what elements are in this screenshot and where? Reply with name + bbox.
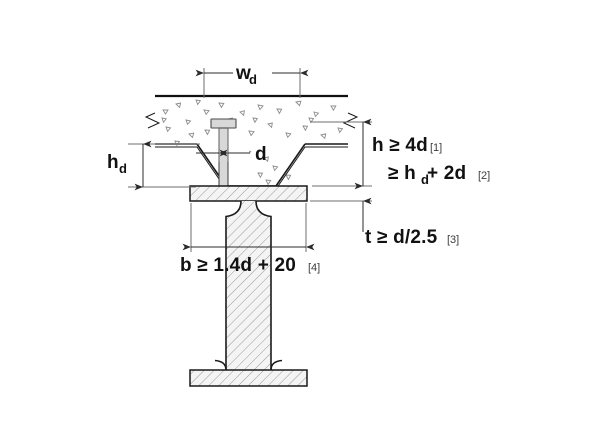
annotation-t-ref: [3] — [447, 234, 459, 246]
rib-right-wall — [275, 143, 306, 187]
hd-label-subscript: d — [119, 161, 127, 176]
hd-label: h — [107, 152, 119, 173]
annotation-h2-subscript: d — [421, 172, 429, 187]
annotation-h2-text: ≥ h — [388, 163, 416, 184]
beam-web-left-edge — [225, 200, 242, 370]
annotation-h-min-2: ≥ h d + 2d [2] — [388, 163, 490, 187]
dimension-hd: h d — [107, 140, 200, 191]
wd-label: w — [235, 63, 251, 84]
annotation-h1-ref: [1] — [430, 142, 442, 154]
annotation-b-text: b ≥ 1.4d + 20 — [180, 255, 296, 276]
dimension-b — [182, 203, 315, 252]
annotation-t-min: t ≥ d/2.5 [3] — [365, 227, 459, 248]
annotation-b-ref: [4] — [308, 262, 320, 274]
stud-head — [210, 118, 237, 129]
dimension-wd: w d — [195, 63, 309, 98]
beam-bottom-flange — [189, 369, 308, 387]
annotation-h-min-1: h ≥ 4d [1] — [372, 135, 442, 156]
d-label: d — [255, 144, 267, 165]
dimension-h — [310, 118, 372, 190]
annotation-h2-tail: + 2d — [427, 163, 466, 184]
dimension-t — [310, 197, 372, 232]
wd-label-subscript: d — [249, 72, 257, 87]
beam-web-right-edge — [255, 200, 272, 370]
beam-web-fill — [226, 201, 271, 370]
stud-shank — [218, 127, 229, 188]
break-symbol-left — [144, 112, 161, 129]
annotation-h2-ref: [2] — [478, 170, 490, 182]
break-symbol-right — [342, 112, 359, 129]
steel-i-beam — [189, 185, 308, 387]
annotation-t-text: t ≥ d/2.5 — [365, 227, 438, 248]
annotation-h1-text: h ≥ 4d — [372, 135, 428, 156]
annotation-b-min: b ≥ 1.4d + 20 [4] — [180, 255, 320, 276]
concrete-slab — [155, 94, 348, 187]
dimension-d: d — [196, 128, 267, 165]
concrete-hatch-symbols — [161, 99, 344, 186]
beam-fillet-bottom-right — [270, 359, 283, 371]
break-symbols — [144, 112, 359, 129]
beam-top-flange — [189, 185, 308, 202]
beam-fillet-bottom-left — [214, 359, 227, 371]
